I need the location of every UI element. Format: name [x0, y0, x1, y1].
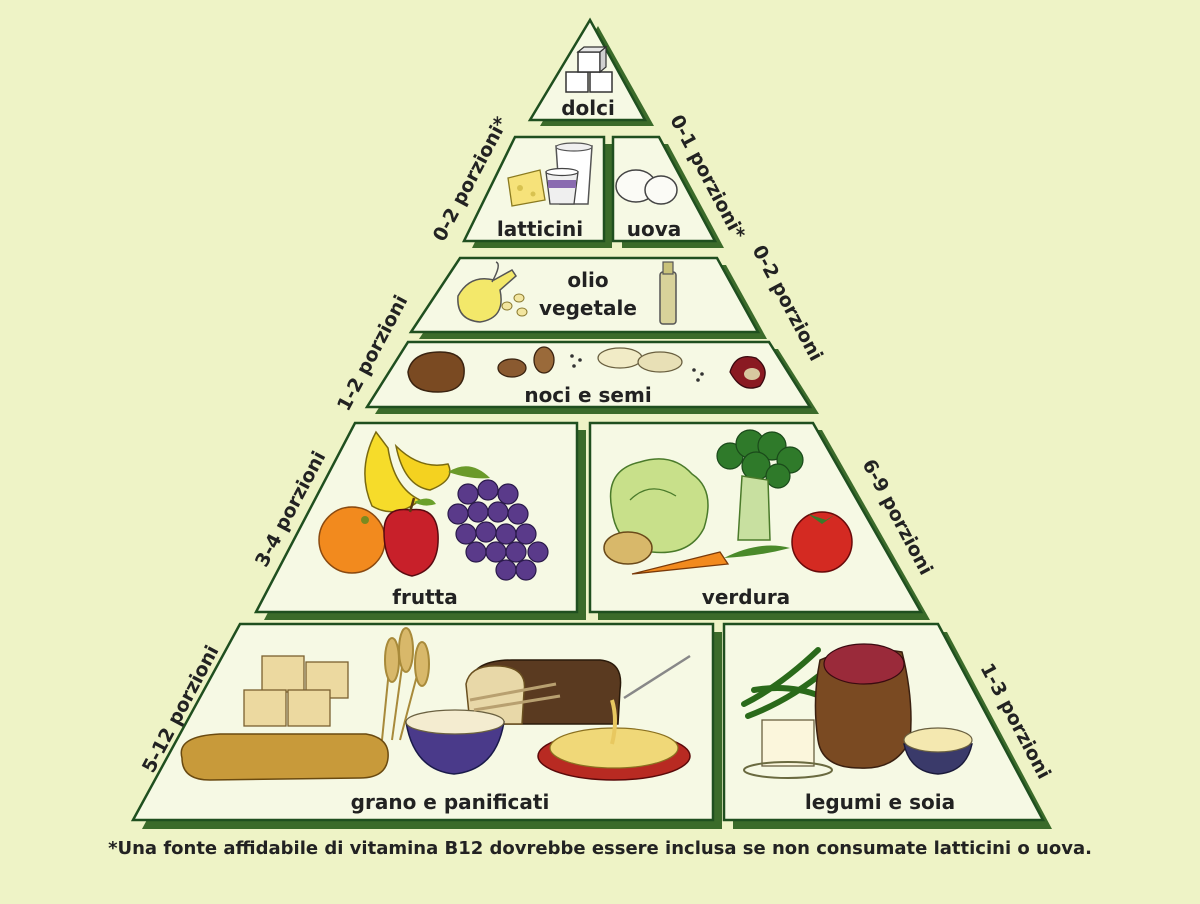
oil-bottle-icon: [659, 261, 677, 325]
label-frutta: frutta: [392, 585, 457, 609]
tier-latticini: latticini: [461, 135, 612, 248]
eggs-icon: [615, 169, 678, 205]
oil-cruet-icon: [457, 261, 528, 323]
nuts-seeds-icon: [407, 346, 766, 393]
label-olio-line2: vegetale: [539, 296, 637, 320]
label-grano: grano e panificati: [351, 790, 550, 814]
label-uova: uova: [627, 217, 682, 241]
label-legumi: legumi e soia: [805, 790, 955, 814]
tier-grano: grano e panificati: [130, 622, 722, 829]
sugar-cubes-icon: [565, 45, 613, 93]
legumes-icon: [741, 643, 973, 779]
label-verdura: verdura: [702, 585, 790, 609]
fruit-icon: [318, 430, 549, 581]
dairy-icon: [507, 142, 593, 207]
tier-legumi: legumi e soia: [722, 622, 1052, 829]
label-noci: noci e semi: [524, 383, 651, 407]
tier-verdura: verdura: [588, 421, 930, 620]
footnote: *Una fonte affidabile di vitamina B12 do…: [108, 838, 1092, 859]
tier-olio: olio vegetale: [408, 256, 767, 339]
tier-frutta: frutta: [253, 421, 586, 620]
vegetables-icon: [603, 429, 853, 575]
label-latticini: latticini: [497, 217, 583, 241]
label-olio-line1: olio: [567, 268, 608, 292]
label-dolci: dolci: [561, 96, 615, 120]
tier-noci: noci e semi: [364, 340, 819, 414]
tier-dolci: dolci: [527, 17, 654, 126]
tier-uova: uova: [611, 135, 724, 248]
grains-icon: [180, 627, 691, 781]
